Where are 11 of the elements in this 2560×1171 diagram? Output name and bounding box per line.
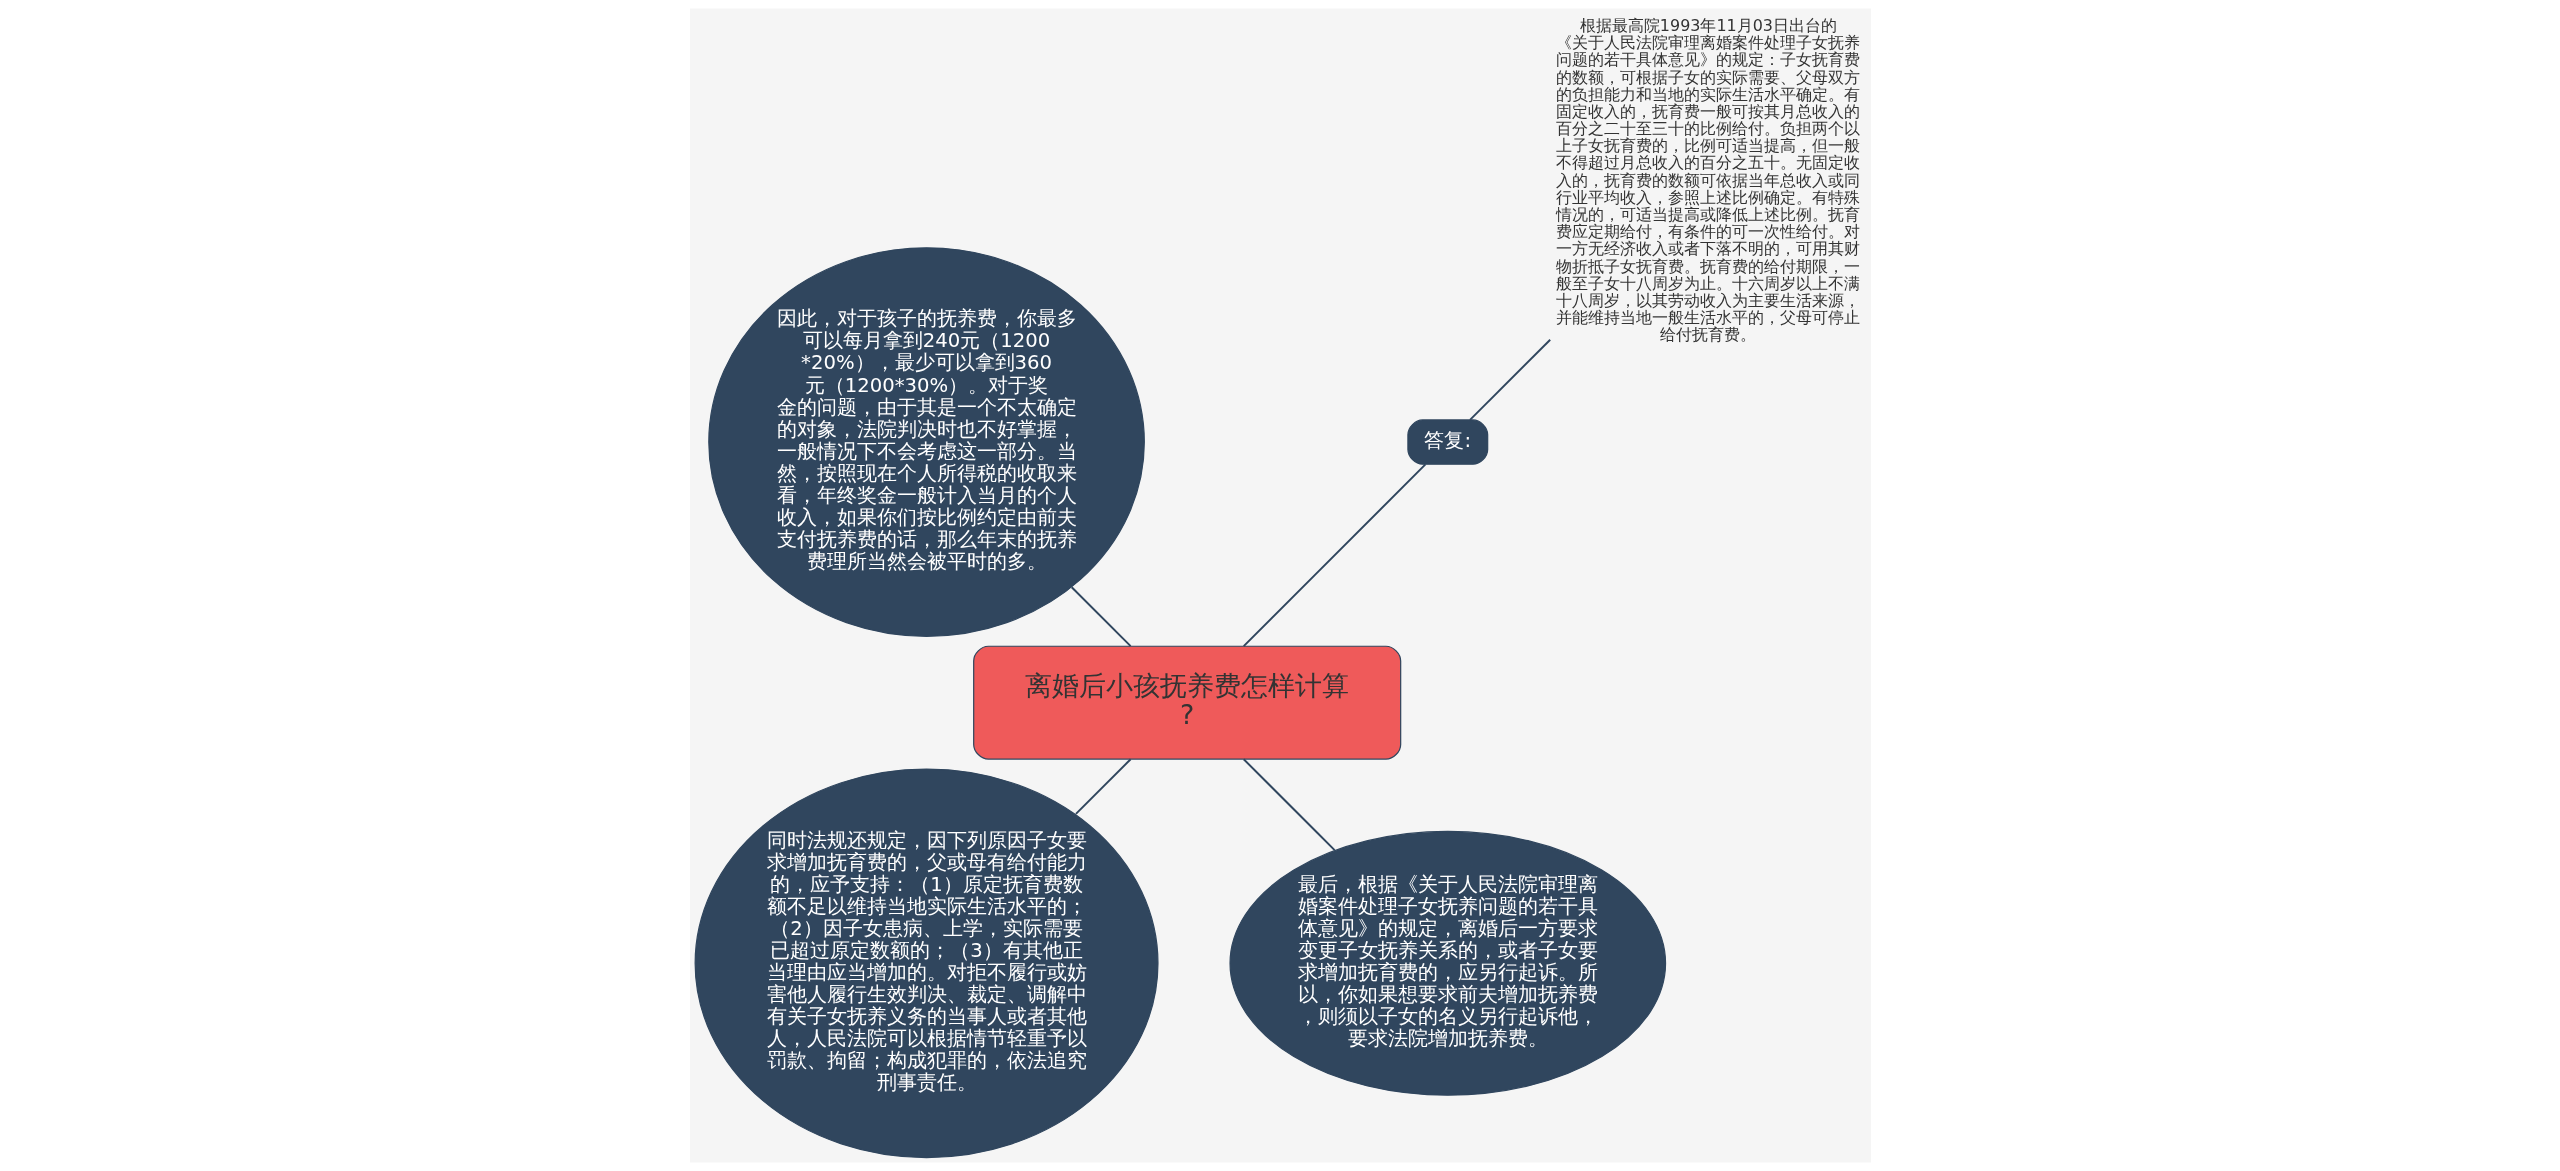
node-ellipse: 因此，对于孩子的抚养费，你最多可以每月拿到240元（1200*20%），最少可以拿到360元（1200*30%）。对于奖金的问题，由于其是一个不太确定的对象，法院判决时也不好掌握，一般情况下不会考虑这一部分。当然，按照现在个人所得税的收取来看，年终奖金一般计入当月的个人收入，如果你们按比例约定由前夫支付抚养费的话，那么年末的抚养费理所当然会被平时的多。 — [707, 247, 1145, 637]
node-text: 根据最高院1993年11月03日出台的《关于人民法院审理离婚案件处理子女抚养问题的若干具体意见》的规定：子女抚育费的数额，可根据子女的实际需要、父母双方的负担能力和当地的实际生活水平确定。有固定收入的，抚育费一般可按其月总收入的百分之二十至三十的比例给付。负担两个以上子女抚育费的，比例可适当提高，但一般不得超过月总收入的百分之五十。无固定收入的，抚育费的数额可依据当年总收入或同行业平均收入，参照上述比例确定。有特殊情况的，可适当提高或降低上述比例。抚育费应定期给付，有条件的可一次性给付。对一方无经济收入或者下落不明的，可用其财物折抵子女抚育费。抚育费的给付期限，一般至子女十八周岁为止。十六周岁以上不满十八周岁，以其劳动收入为主要生活来源，并能维持当地一般生活水平的，父母可停止给付抚育费。 — [1555, 16, 1860, 345]
connector — [1074, 758, 1132, 815]
node-ellipse: 最后，根据《关于人民法院审理离婚案件处理子女抚养问题的若干具体意见》的规定，离婚后一方要求变更子女抚养关系的，或者子女要求增加抚育费的，应另行起诉。所以，你如果想要求前夫增加抚养费，则须以子女的名义另行起诉他，要求法院增加抚养费。 — [1228, 830, 1666, 1096]
connector — [1242, 758, 1336, 852]
connector — [1468, 338, 1551, 421]
node-ellipse: 同时法规还规定，因下列原因子女要求增加抚育费的，父或母有给付能力的，应予支持：（1）原定抚育费数额不足以维持当地实际生活水平的；（2）因子女患病、上学，实际需要已超过原定数额的；（3）有其他正当理由应当增加的。对拒不履行或妨害他人履行生效判决、裁定、调解中有关子女抚养义务的当事人或者其他人，人民法院可以根据情节轻重予以罚款、拘留；构成犯罪的，依法追究刑事责任。 — [694, 768, 1159, 1159]
node-box: 离婚后小孩抚养费怎样计算? — [972, 645, 1401, 760]
node-box: 答复: — [1406, 419, 1488, 465]
connector — [1070, 586, 1132, 648]
connector — [1242, 463, 1426, 648]
